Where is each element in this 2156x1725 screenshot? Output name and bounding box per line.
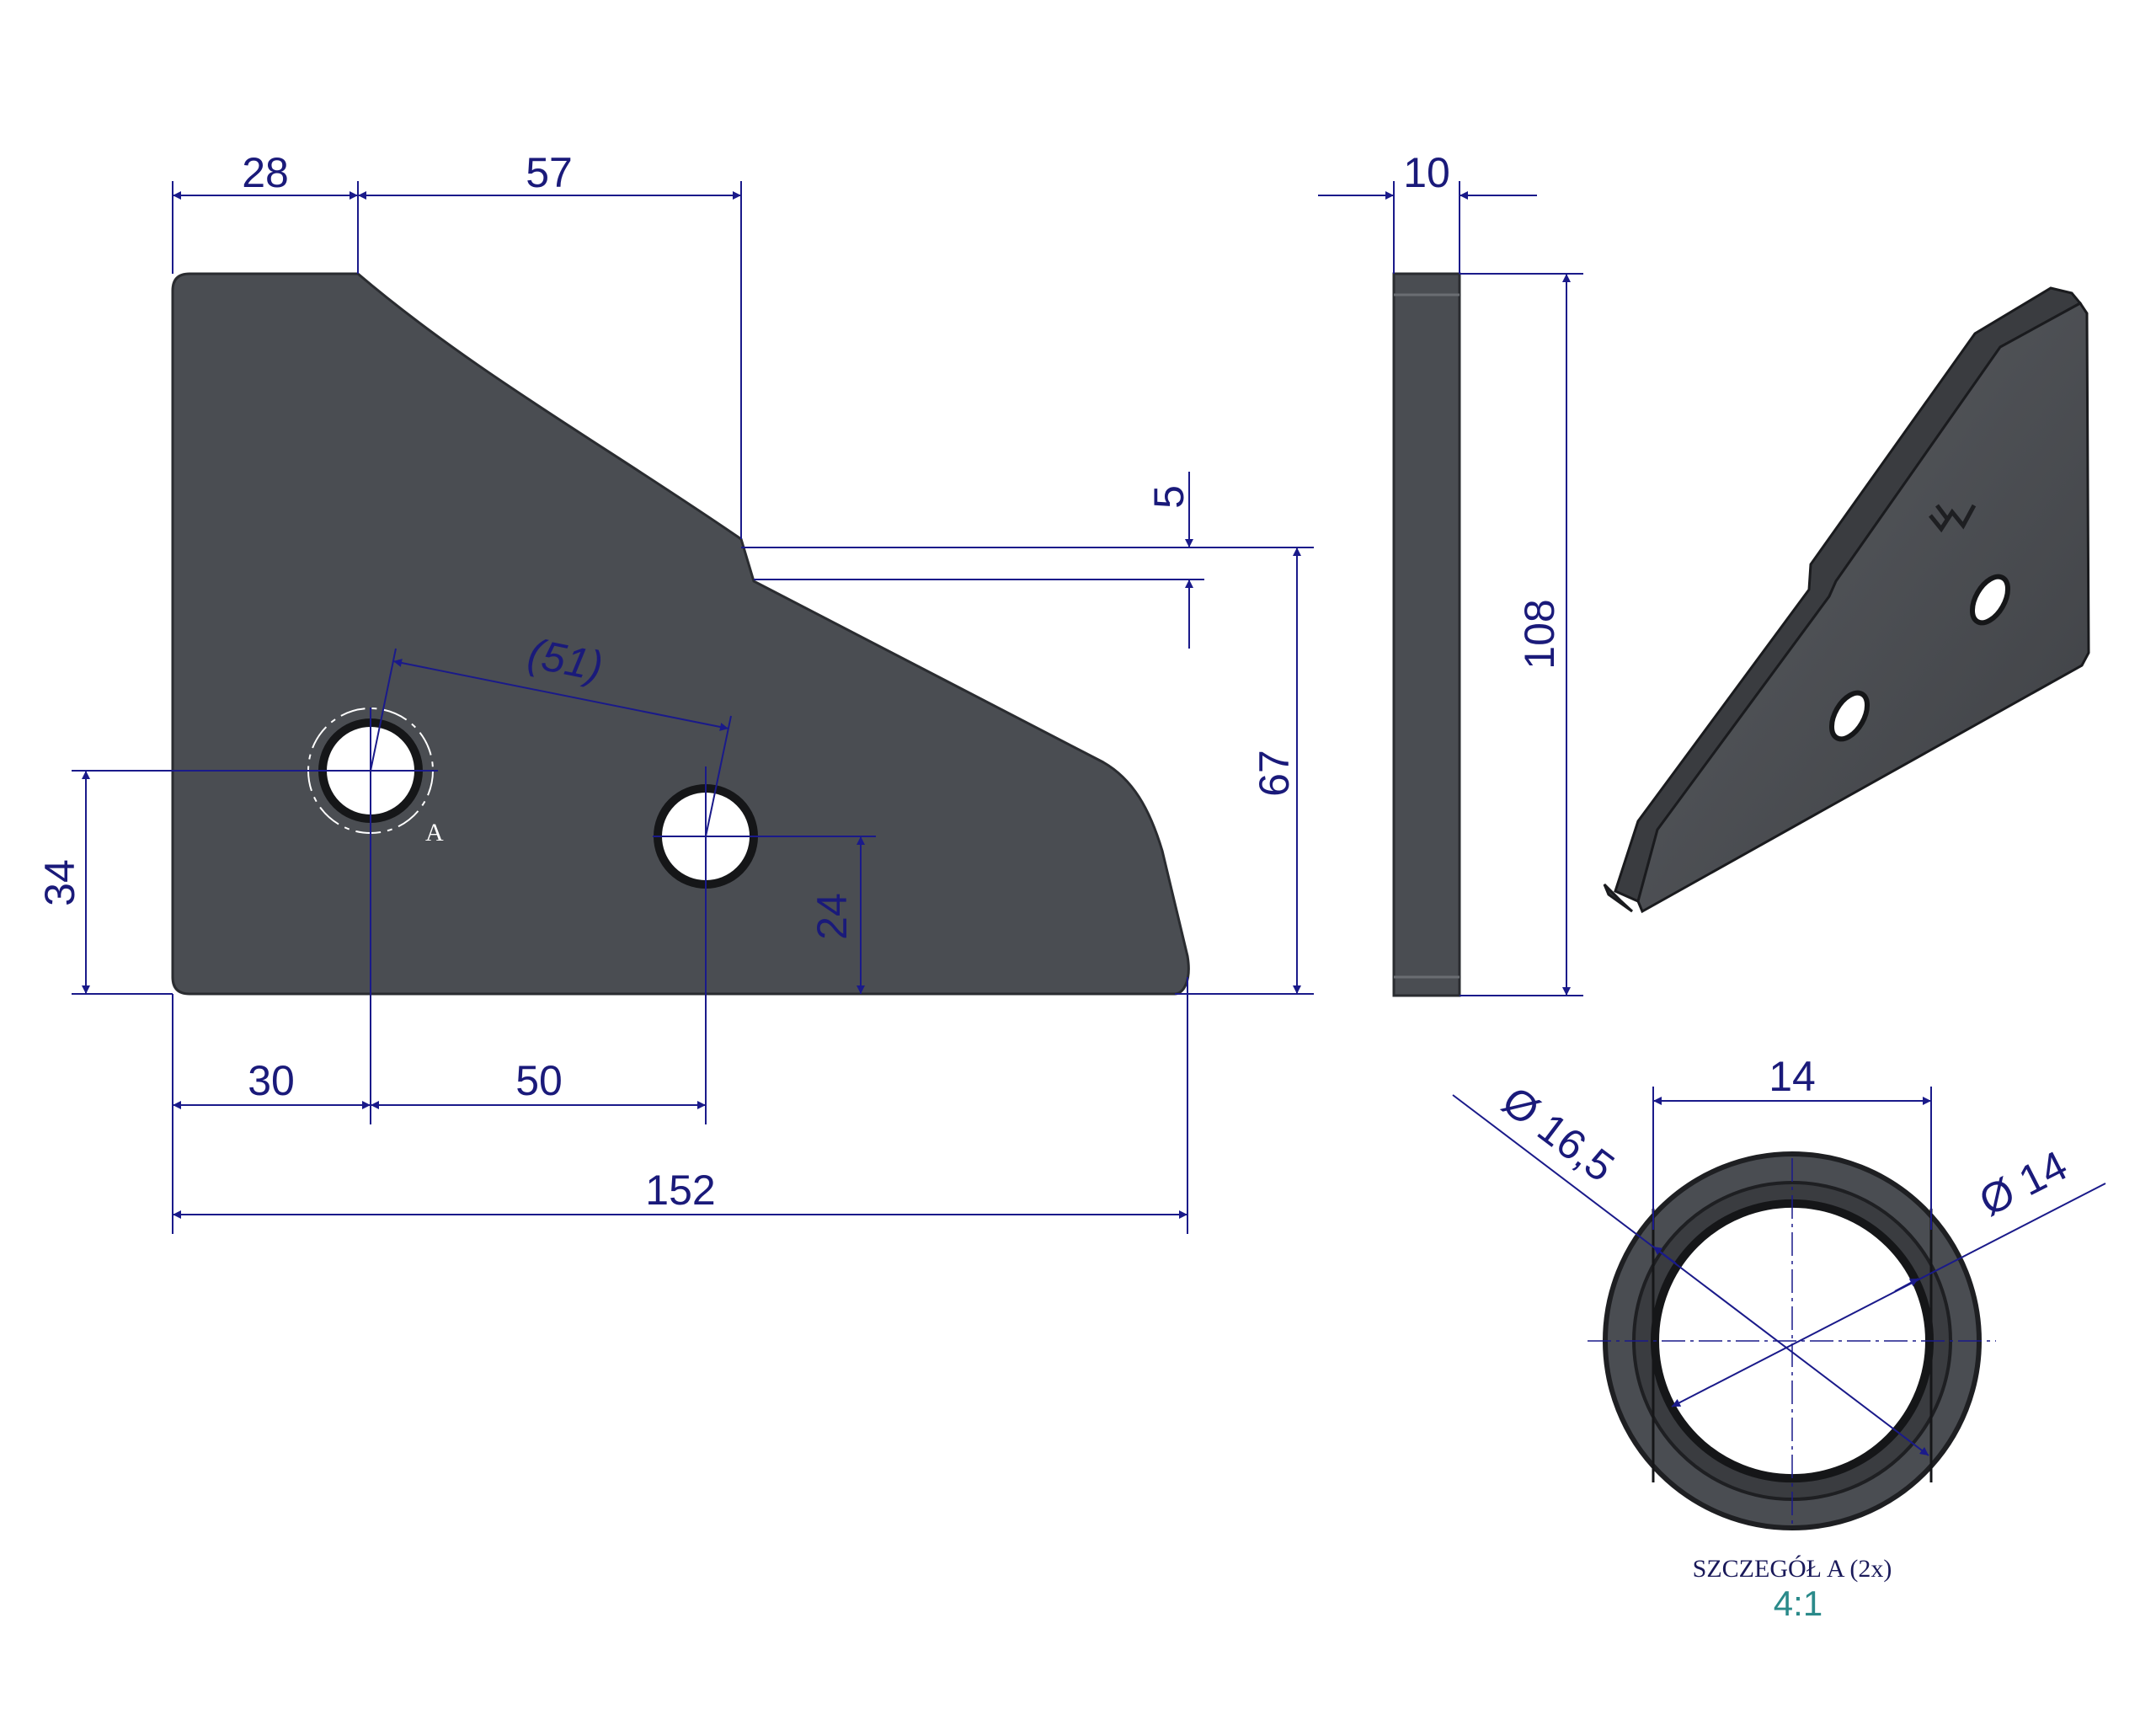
dim-108: 108 bbox=[1516, 599, 1563, 669]
plate-iso-face bbox=[1636, 302, 2090, 914]
logo-mark bbox=[1929, 504, 1977, 533]
dim-dia-14: Ø 14 bbox=[1972, 1141, 2074, 1225]
side-view: 10 108 bbox=[1318, 149, 1583, 997]
detail-scale: 4:1 bbox=[1774, 1583, 1822, 1623]
front-view: A bbox=[171, 272, 1190, 996]
dim-line-dia-14 bbox=[1671, 1183, 2106, 1407]
iso-hole-upper bbox=[1969, 574, 2011, 626]
dim-24: 24 bbox=[808, 893, 856, 940]
dim-line-51 bbox=[392, 659, 729, 731]
dim-30: 30 bbox=[248, 1057, 295, 1104]
detail-a-view: 14 Ø 16,5 Ø 14 SZCZEGÓŁ A (2x) 4:1 bbox=[1452, 1053, 2106, 1623]
dim-28: 28 bbox=[242, 149, 289, 196]
dim-67: 67 bbox=[1251, 750, 1298, 797]
iso-hole-lower bbox=[1828, 690, 1870, 742]
detail-title: SZCZEGÓŁ A (2x) bbox=[1693, 1555, 1892, 1583]
dim-14-top: 14 bbox=[1769, 1053, 1816, 1100]
plate-iso-side bbox=[1603, 883, 1634, 913]
dim-34: 34 bbox=[36, 859, 83, 906]
dim-152: 152 bbox=[645, 1167, 715, 1214]
dim-10: 10 bbox=[1403, 149, 1450, 196]
plate-front-outline bbox=[171, 272, 1190, 996]
front-dimensions: 28 57 5 67 (51) 34 24 bbox=[36, 149, 1314, 1234]
dim-5: 5 bbox=[1145, 485, 1193, 509]
isometric-view bbox=[1603, 286, 2090, 914]
dim-50: 50 bbox=[515, 1057, 563, 1104]
dim-line-16-5 bbox=[1452, 1094, 1929, 1456]
plate-side-outline bbox=[1392, 272, 1461, 997]
detail-marker-a: A bbox=[425, 819, 444, 846]
dim-57: 57 bbox=[526, 149, 573, 196]
